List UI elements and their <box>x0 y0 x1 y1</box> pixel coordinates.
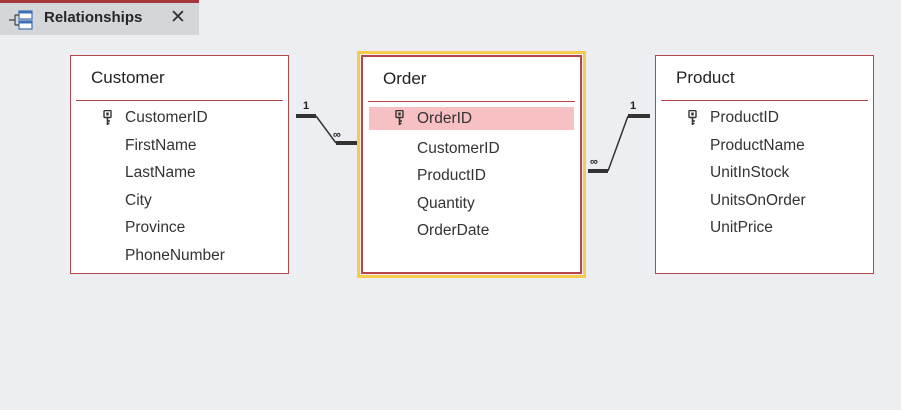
field-label: CustomerID <box>417 139 500 157</box>
document-tab-bar: Relationships ✕ <box>0 0 901 37</box>
table-title: Product <box>676 68 735 87</box>
field-unitsonorder[interactable]: UnitsOnOrder <box>656 187 873 215</box>
field-province[interactable]: Province <box>71 214 288 242</box>
field-label: ProductID <box>417 167 486 184</box>
field-orderdate[interactable]: OrderDate <box>363 217 580 245</box>
field-label: ProductName <box>710 136 805 154</box>
relationships-icon <box>9 10 33 30</box>
relationships-canvas[interactable]: 1 ∞ ∞ 1 Customer CustomerID FirstName La… <box>0 37 901 410</box>
field-label: Province <box>125 219 186 236</box>
field-lastname[interactable]: LastName <box>71 159 288 187</box>
field-label: FirstName <box>125 136 197 154</box>
field-list: ProductID ProductName UnitInStock UnitsO… <box>656 104 873 242</box>
field-productid[interactable]: ProductID <box>656 104 873 132</box>
relationship-lines: 1 ∞ ∞ 1 <box>296 100 650 173</box>
table-title: Customer <box>91 68 165 87</box>
tab-label: Relationships <box>44 9 143 26</box>
field-label: CustomerID <box>125 109 208 126</box>
field-label: LastName <box>125 164 196 181</box>
relationship-one-label: 1 <box>303 100 309 112</box>
primary-key-icon <box>688 110 697 125</box>
field-firstname[interactable]: FirstName <box>71 132 288 160</box>
field-label: UnitInStock <box>710 164 790 181</box>
field-productid[interactable]: ProductID <box>363 162 580 190</box>
relationship-one-label: 1 <box>630 100 636 112</box>
field-quantity[interactable]: Quantity <box>363 190 580 218</box>
primary-key-icon <box>395 110 404 125</box>
tab-relationships[interactable]: Relationships ✕ <box>0 0 199 35</box>
field-label: ProductID <box>710 109 779 126</box>
divider <box>76 100 283 101</box>
field-unitprice[interactable]: UnitPrice <box>656 214 873 242</box>
table-title: Order <box>383 69 427 88</box>
table-order[interactable]: Order OrderID CustomerID ProductID Quant… <box>357 51 586 278</box>
relationship-customer-order[interactable]: 1 ∞ <box>296 100 358 145</box>
field-phonenumber[interactable]: PhoneNumber <box>71 242 288 270</box>
field-label: OrderID <box>417 110 473 127</box>
field-label: UnitsOnOrder <box>710 191 806 209</box>
field-customerid[interactable]: CustomerID <box>71 104 288 132</box>
field-list: CustomerID FirstName LastName City Provi… <box>71 104 288 269</box>
field-label: PhoneNumber <box>125 246 225 264</box>
field-customerid[interactable]: CustomerID <box>363 135 580 163</box>
field-productname[interactable]: ProductName <box>656 132 873 160</box>
field-city[interactable]: City <box>71 187 288 215</box>
field-unitinstock[interactable]: UnitInStock <box>656 159 873 187</box>
table-customer[interactable]: Customer CustomerID FirstName LastName C… <box>70 55 289 274</box>
divider <box>661 100 868 101</box>
field-label: UnitPrice <box>710 219 773 236</box>
divider <box>368 101 575 102</box>
table-product[interactable]: Product ProductID ProductName UnitInStoc… <box>655 55 874 274</box>
relationship-order-product[interactable]: ∞ 1 <box>588 100 650 173</box>
close-icon[interactable]: ✕ <box>170 7 186 28</box>
field-orderid[interactable]: OrderID <box>369 107 574 130</box>
field-label: OrderDate <box>417 222 490 239</box>
relationship-many-label: ∞ <box>590 156 598 168</box>
field-list: OrderID CustomerID ProductID Quantity Or… <box>363 105 580 245</box>
relationship-many-label: ∞ <box>333 129 341 141</box>
field-label: Quantity <box>417 194 475 212</box>
primary-key-icon <box>103 110 112 125</box>
field-label: City <box>125 191 152 209</box>
